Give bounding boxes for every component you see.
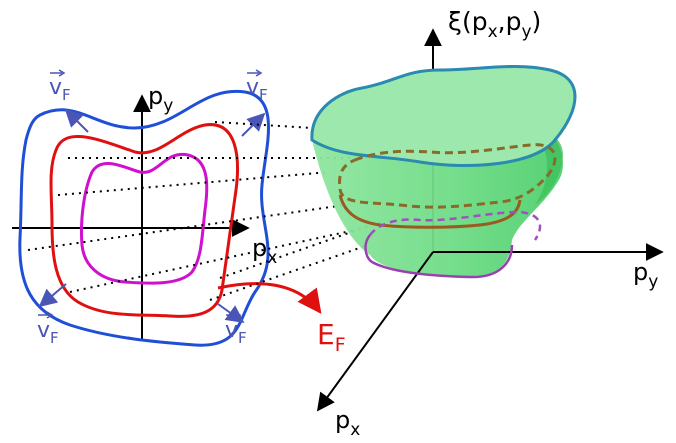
fermi-level-cut-dashed [338,143,557,209]
bottom-contour-dashed [369,210,542,241]
vf-label-bottom-left: vF [37,311,59,347]
vf-label-top-right: vF [246,69,268,104]
ef-label: EF [317,318,346,356]
left-panel: py px vF vF vF vF EF [12,69,346,356]
svg-text:vF: vF [37,318,59,347]
px-axis-label-left: px [252,234,277,268]
velocity-arrow-top-right [241,112,266,137]
dispersion-surface-top [310,64,577,167]
px-axis-right [316,251,434,412]
px-axis-label-right: px [335,406,360,440]
velocity-arrow-top-left [64,108,89,133]
xi-axis-label: ξ(px,py) [448,7,541,42]
svg-text:vF: vF [225,318,247,347]
bottom-contour-solid [364,234,514,279]
fermi-level-cut-solid [338,194,522,229]
velocity-arrow-bottom-right [217,303,245,324]
fermi-contour [49,123,239,318]
vf-label-top-left: vF [49,69,71,104]
vf-label-bottom-right: vF [225,311,247,347]
outer-energy-contour [18,89,270,347]
right-panel: ξ(px,py) py px [310,7,664,440]
py-axis-label-right: py [633,258,658,292]
svg-text:vF: vF [49,75,71,104]
inner-energy-contour [80,152,209,285]
velocity-arrow-bottom-left [38,283,67,308]
ef-pointer-arrow [217,282,322,314]
dispersion-surface-body [312,140,563,279]
svg-text:vF: vF [246,75,268,104]
py-axis-label-left: py [148,82,173,116]
